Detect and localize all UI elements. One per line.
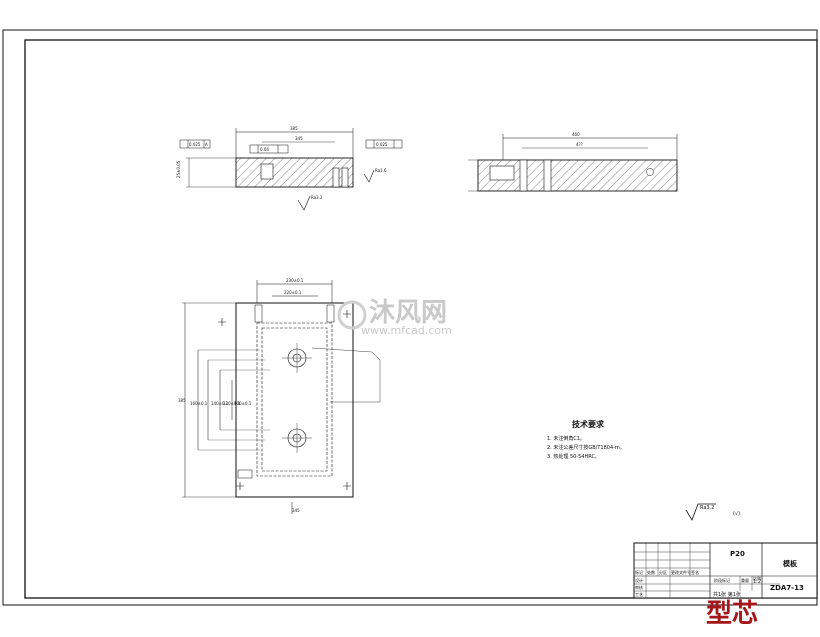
- tb-label-process: 工艺: [635, 592, 643, 597]
- tb-label-weight: 重量: [741, 577, 749, 583]
- roughness-general: Ra3.2: [700, 505, 714, 511]
- tech-note-3: 3. 热处理 50-54HRC。: [547, 453, 600, 460]
- tb-label-stage: 阶段标记: [714, 577, 730, 583]
- tech-note-1: 1. 未注倒角C1。: [547, 435, 585, 442]
- technical-requirements: 技术要求 1. 未注倒角C1。 2. 未注公差尺寸按GB/T1804-m。 3.…: [547, 419, 625, 460]
- drawing-number: ZDA7-13: [770, 584, 804, 592]
- dim-plan-height: 385: [178, 398, 186, 403]
- section-view-front: 385 345 25±0.05 0.025 A 0.04 0.025 Ra1.6…: [176, 126, 403, 211]
- material-label: P20: [730, 550, 745, 558]
- title-block: P20 模板 ZDA7-13 1:2 共1张 第1张 标记 处数 分区 更改文件…: [633, 542, 818, 599]
- plan-view: 230±0.1 220±0.1 385 160±0.1 140±0.1 120±…: [178, 278, 381, 514]
- roughness-other: (√): [733, 511, 740, 517]
- brand-logo: 型芯: [706, 599, 758, 629]
- tb-label-count: 处数: [647, 569, 655, 575]
- dim-plan-left-1: 160±0.1: [190, 401, 208, 406]
- tb-label-review: 审核: [635, 584, 643, 590]
- datum-label-a: A: [205, 142, 208, 147]
- tolerance-flatness-2: 0.025: [376, 142, 388, 147]
- roughness-bottom: Ra3.2: [311, 195, 323, 200]
- section-view-side: 460 4??: [468, 132, 678, 192]
- tb-label-sign: 签名: [691, 569, 699, 575]
- dim-thickness: 25±0.05: [176, 160, 181, 178]
- tech-note-2: 2. 未注公差尺寸按GB/T1804-m。: [547, 444, 625, 451]
- watermark: 沐风网 www.mfcad.com: [337, 298, 452, 337]
- dim-plan-top-1: 220±0.1: [284, 290, 302, 295]
- dim-side-inner: 4??: [576, 142, 583, 147]
- dim-plan-width: 345: [292, 508, 300, 513]
- tech-notes-heading: 技术要求: [572, 419, 605, 429]
- tb-label-scale: 比例: [753, 575, 761, 581]
- dim-top-inner: 345: [295, 136, 303, 141]
- tb-label-zone: 分区: [659, 569, 667, 575]
- part-name: 模板: [783, 559, 798, 568]
- inner-frame: [24, 39, 818, 599]
- watermark-url: www.mfcad.com: [361, 324, 452, 337]
- tolerance-flatness-1: 0.025: [189, 142, 201, 147]
- dim-top-width: 385: [290, 126, 298, 131]
- tb-label-change: 更改文件号: [671, 569, 691, 575]
- roughness-top: Ra1.6: [375, 168, 387, 173]
- dim-plan-left-4: 100±0.1: [234, 401, 252, 406]
- scale-value: 1:2: [753, 579, 761, 585]
- general-roughness: Ra3.2 (√): [685, 503, 740, 521]
- dim-side-total: 460: [572, 132, 580, 137]
- watermark-name: 沐风网: [369, 298, 447, 328]
- tolerance-parallel: 0.04: [260, 147, 269, 152]
- dim-plan-top-2: 230±0.1: [286, 278, 304, 283]
- tb-label-design: 设计: [635, 577, 643, 583]
- tb-label-mark: 标记: [635, 569, 643, 575]
- sheet-count: 共1张 第1张: [713, 591, 741, 598]
